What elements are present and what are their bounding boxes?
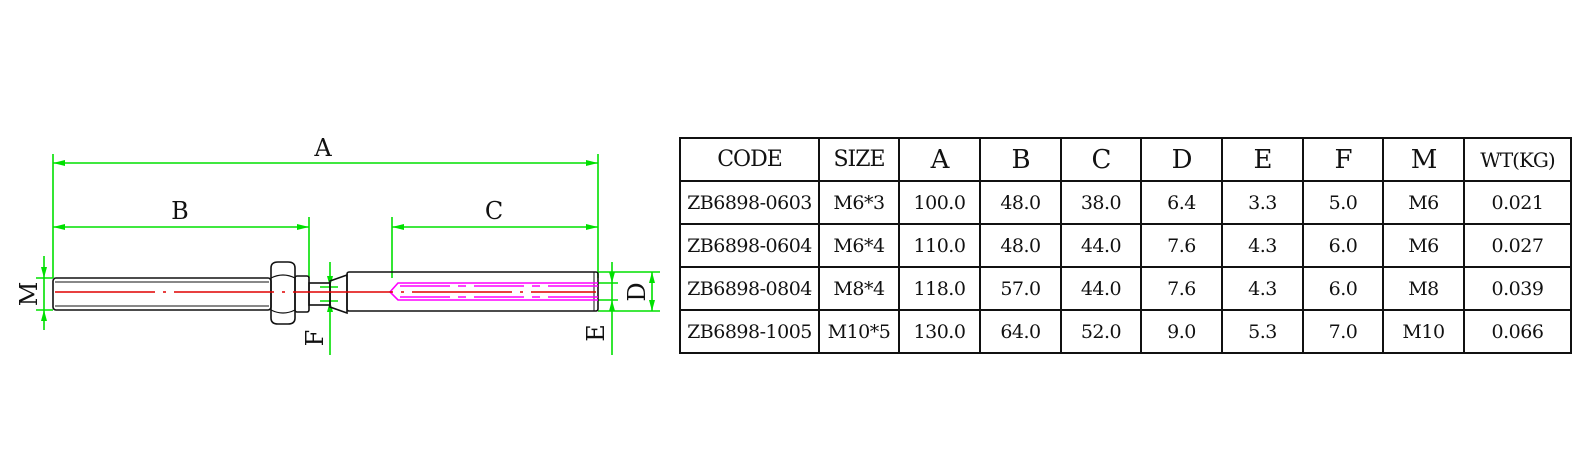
label-d: D (623, 282, 651, 301)
header-c: C (1060, 137, 1142, 182)
cell-c: 44.0 (1060, 223, 1142, 268)
dim-b-arrow-left (53, 224, 65, 230)
label-m: M (15, 282, 43, 307)
hex-nut (270, 261, 296, 325)
cell-a: 100.0 (898, 180, 981, 225)
cell-m: M10 (1382, 309, 1465, 354)
cell-wt: 0.021 (1463, 180, 1572, 225)
dim-b-arrow-right (297, 224, 309, 230)
cell-size: M10*5 (818, 309, 900, 354)
cell-d: 6.4 (1140, 180, 1223, 225)
label-c: C (485, 197, 503, 225)
cell-e: 4.3 (1221, 223, 1304, 268)
header-m: M (1382, 137, 1465, 182)
cell-c: 52.0 (1060, 309, 1142, 354)
swage-taper (329, 273, 348, 315)
dim-c-arrow-left (392, 224, 404, 230)
cell-f: 5.0 (1302, 180, 1384, 225)
cell-c: 38.0 (1060, 180, 1142, 225)
dim-c-arrow-right (586, 224, 598, 230)
cell-e: 5.3 (1221, 309, 1304, 354)
threaded-rod (52, 277, 272, 311)
terminal-fitting (52, 261, 599, 325)
label-e: E (582, 324, 610, 342)
dim-m-arrow-top (41, 267, 47, 278)
cell-a: 130.0 (898, 309, 981, 354)
washer (294, 275, 310, 313)
hex-nut-face-bottom (270, 309, 296, 314)
cell-code: ZB6898-0804 (679, 266, 820, 311)
cell-e: 4.3 (1221, 266, 1304, 311)
cell-size: M6*3 (818, 180, 900, 225)
cell-b: 64.0 (979, 309, 1062, 354)
dim-d-arrow-bottom (649, 300, 655, 311)
cell-f: 6.0 (1302, 266, 1384, 311)
dim-a-arrow-right (586, 160, 598, 166)
label-a: A (313, 134, 332, 162)
spec-table: CODE SIZE A B C D E F M WT(KG) ZB6898-06… (679, 137, 1572, 354)
cell-a: 110.0 (898, 223, 981, 268)
cell-e: 3.3 (1221, 180, 1304, 225)
cell-m: M6 (1382, 223, 1465, 268)
label-f: F (301, 330, 329, 347)
cell-f: 7.0 (1302, 309, 1384, 354)
label-b: B (171, 197, 189, 225)
cell-m: M6 (1382, 180, 1465, 225)
cell-code: ZB6898-0604 (679, 223, 820, 268)
cell-a: 118.0 (898, 266, 981, 311)
dim-d-arrow-top (649, 272, 655, 283)
cell-d: 7.6 (1140, 223, 1223, 268)
header-b: B (979, 137, 1062, 182)
cell-wt: 0.039 (1463, 266, 1572, 311)
cell-b: 48.0 (979, 180, 1062, 225)
cell-size: M8*4 (818, 266, 900, 311)
header-f: F (1302, 137, 1384, 182)
dim-a-arrow-left (53, 160, 65, 166)
table-row: ZB6898-0604 M6*4 110.0 48.0 44.0 7.6 4.3… (679, 223, 1572, 268)
cell-d: 7.6 (1140, 266, 1223, 311)
cell-f: 6.0 (1302, 223, 1384, 268)
header-size: SIZE (818, 137, 900, 182)
header-code: CODE (679, 137, 820, 182)
header-a: A (898, 137, 981, 182)
cell-code: ZB6898-0603 (679, 180, 820, 225)
header-e: E (1221, 137, 1304, 182)
hex-nut-face-top (270, 274, 296, 279)
header-d: D (1140, 137, 1223, 182)
dim-e-arrow-top (609, 272, 615, 283)
cell-wt: 0.066 (1463, 309, 1572, 354)
header-wt: WT(KG) (1463, 137, 1572, 182)
cell-b: 57.0 (979, 266, 1062, 311)
dim-e-arrow-bottom (609, 300, 615, 311)
cell-code: ZB6898-1005 (679, 309, 820, 354)
cell-wt: 0.027 (1463, 223, 1572, 268)
table-row: ZB6898-0603 M6*3 100.0 48.0 38.0 6.4 3.3… (679, 180, 1572, 225)
cell-m: M8 (1382, 266, 1465, 311)
cell-size: M6*4 (818, 223, 900, 268)
cell-b: 48.0 (979, 223, 1062, 268)
table-row: ZB6898-1005 M10*5 130.0 64.0 52.0 9.0 5.… (679, 309, 1572, 354)
dim-m-arrow-bottom (41, 310, 47, 321)
cell-c: 44.0 (1060, 266, 1142, 311)
technical-drawing: A B C M F E D (15, 134, 660, 355)
table-header-row: CODE SIZE A B C D E F M WT(KG) (679, 137, 1572, 182)
table-row: ZB6898-0804 M8*4 118.0 57.0 44.0 7.6 4.3… (679, 266, 1572, 311)
dimension-lines (36, 154, 660, 355)
cell-d: 9.0 (1140, 309, 1223, 354)
